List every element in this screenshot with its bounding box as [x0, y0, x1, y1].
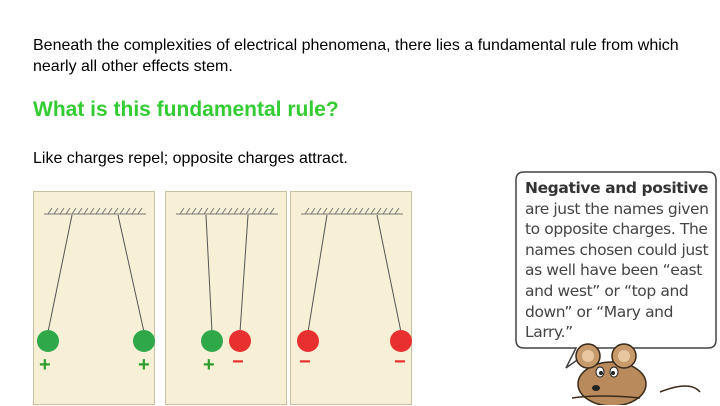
negative-sign: −	[394, 351, 406, 373]
positive-sign: +	[39, 354, 51, 376]
negative-sign: −	[232, 351, 244, 373]
thread-left	[307, 214, 328, 333]
bubble-body: are just the names given to opposite cha…	[525, 199, 709, 342]
ceiling-hatch	[301, 207, 403, 215]
mouse-icon	[571, 343, 701, 405]
ball-negative	[229, 330, 251, 352]
ball-positive	[201, 330, 223, 352]
positive-sign: +	[138, 354, 150, 376]
thread-right	[376, 214, 402, 333]
ball-negative	[297, 330, 319, 352]
bubble-text: Negative and positive are just the names…	[525, 178, 711, 343]
intro-text: Beneath the complexities of electrical p…	[33, 37, 679, 75]
ball-positive	[37, 330, 59, 352]
negative-sign: −	[299, 351, 311, 373]
pendulum-panel-positive-negative: + −	[165, 191, 287, 405]
ball-positive	[133, 330, 155, 352]
ceiling-hatch	[44, 207, 146, 215]
thread-right	[239, 214, 249, 333]
ceiling-hatch	[176, 207, 278, 215]
bubble-lead: Negative and positive	[525, 179, 708, 197]
positive-sign: +	[203, 354, 215, 376]
thread-left	[47, 214, 73, 333]
ball-negative	[390, 330, 412, 352]
answer-text: Like charges repel; opposite charges att…	[33, 150, 348, 167]
pendulum-panel-positive-positive: + +	[33, 191, 155, 405]
question-heading: What is this fundamental rule?	[33, 98, 339, 121]
thread-right	[117, 214, 145, 333]
pendulum-panel-negative-negative: − −	[290, 191, 412, 405]
thread-left	[205, 214, 213, 333]
